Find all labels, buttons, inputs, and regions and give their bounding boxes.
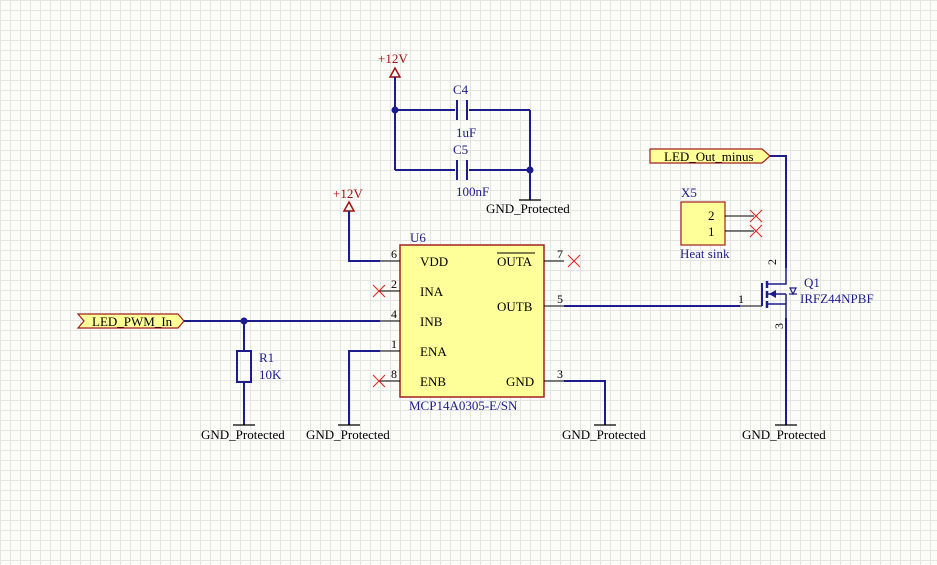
gnd-symbol-caps[interactable]: GND_Protected — [486, 199, 570, 216]
wire-vdd[interactable] — [348, 211, 380, 262]
x5-value: Heat sink — [680, 246, 730, 261]
gnd-label: GND_Protected — [742, 427, 826, 442]
no-connect-icon — [372, 374, 386, 388]
gate-pin-num: 1 — [738, 292, 744, 306]
no-connect-icon — [749, 209, 763, 223]
no-connect-icon — [567, 254, 581, 268]
pin-num: 3 — [557, 367, 563, 381]
net-label-out-minus: LED_Out_minus — [664, 149, 754, 164]
pin-num: 6 — [391, 247, 397, 261]
capacitor-c5[interactable]: C5 100nF — [453, 142, 489, 199]
drain-pin-num: 2 — [765, 259, 779, 265]
mosfet-q1[interactable]: 1 2 3 Q1 IRFZ44NPBF — [738, 259, 874, 329]
gnd-label: GND_Protected — [562, 427, 646, 442]
gnd-symbol-ena[interactable]: GND_Protected — [306, 424, 390, 442]
pin-num: 5 — [557, 292, 563, 306]
pin-name-outa: OUTA — [497, 254, 533, 269]
r1-ref: R1 — [259, 350, 274, 365]
drain-lead — [767, 268, 787, 285]
pin-name-gnd: GND — [506, 374, 534, 389]
ic-body — [399, 244, 545, 398]
c4-ref: C4 — [453, 82, 469, 97]
net-flag-pwm-in[interactable]: LED_PWM_In — [76, 313, 185, 329]
resistor-r1[interactable]: R1 10K — [236, 350, 282, 383]
pin-name-enb: ENB — [420, 374, 446, 389]
gnd-label: GND_Protected — [306, 427, 390, 442]
pin-num: 8 — [391, 367, 397, 381]
ic-ref: U6 — [410, 230, 426, 245]
pin-name-inb: INB — [420, 314, 443, 329]
pin-name-vdd: VDD — [420, 254, 448, 269]
ic-part: MCP14A0305-E/SN — [409, 398, 518, 413]
source-lead — [767, 303, 787, 318]
pin-num: 1 — [391, 337, 397, 351]
wire-ic-gnd[interactable] — [564, 380, 606, 425]
net-flag-shape — [649, 148, 771, 164]
diode-icon — [789, 287, 797, 296]
net-label-pwm-in: LED_PWM_In — [92, 314, 173, 329]
pin-name-ina: INA — [420, 284, 444, 299]
no-connect-outa — [567, 254, 581, 268]
net-flag-shape — [76, 313, 185, 329]
net-flag-out-minus[interactable]: LED_Out_minus — [649, 148, 771, 164]
gnd-symbol-r1[interactable]: GND_Protected — [201, 424, 285, 442]
r1-value: 10K — [259, 367, 282, 382]
no-connect-enb — [372, 374, 386, 388]
resistor-body — [236, 350, 252, 383]
pin-name-outb: OUTB — [497, 299, 533, 314]
junction-dot — [391, 106, 399, 114]
gnd-symbol-q1[interactable]: GND_Protected — [742, 424, 826, 442]
gnd-label: GND_Protected — [486, 201, 570, 216]
gnd-label: GND_Protected — [201, 427, 285, 442]
wire-ena-gnd[interactable] — [348, 350, 380, 425]
x5-ref: X5 — [681, 185, 697, 200]
no-connect-icon — [749, 224, 763, 238]
c4-value: 1uF — [456, 125, 476, 140]
pin-num: 2 — [391, 277, 397, 291]
q1-ref: Q1 — [804, 275, 820, 290]
capacitor-c4[interactable]: C4 1uF — [453, 82, 476, 140]
gnd-symbol-ic[interactable]: GND_Protected — [562, 424, 646, 442]
pin-num: 4 — [391, 307, 397, 321]
c5-value: 100nF — [456, 184, 489, 199]
no-connect-x5-2 — [749, 209, 763, 223]
power-label-ic: +12V — [333, 186, 363, 201]
c5-ref: C5 — [453, 142, 468, 157]
power-label-top: +12V — [378, 51, 408, 66]
junction-dot — [526, 166, 534, 174]
q1-part: IRFZ44NPBF — [800, 291, 874, 306]
source-pin-num: 3 — [772, 323, 786, 329]
x5-pin-2: 2 — [708, 208, 715, 223]
pin-name-ena: ENA — [420, 344, 447, 359]
wire-out-minus-drain[interactable] — [770, 155, 787, 268]
arrow-icon — [769, 290, 776, 298]
connector-body — [680, 201, 726, 246]
power-port-top[interactable]: +12V — [378, 51, 408, 78]
no-connect-x5-1 — [749, 224, 763, 238]
power-port-ic[interactable]: +12V — [333, 186, 363, 212]
no-connect-icon — [372, 284, 386, 298]
connector-x5[interactable]: X5 2 1 Heat sink — [680, 185, 754, 261]
pin-num: 7 — [557, 247, 563, 261]
power-arrow-icon — [388, 66, 402, 78]
ic-u6[interactable]: U6 MCP14A0305-E/SN 6 VDD 2 INA 4 INB 1 E… — [380, 230, 564, 413]
power-arrow-icon — [342, 200, 356, 212]
x5-pin-1: 1 — [708, 224, 715, 239]
no-connect-ina — [372, 284, 386, 298]
